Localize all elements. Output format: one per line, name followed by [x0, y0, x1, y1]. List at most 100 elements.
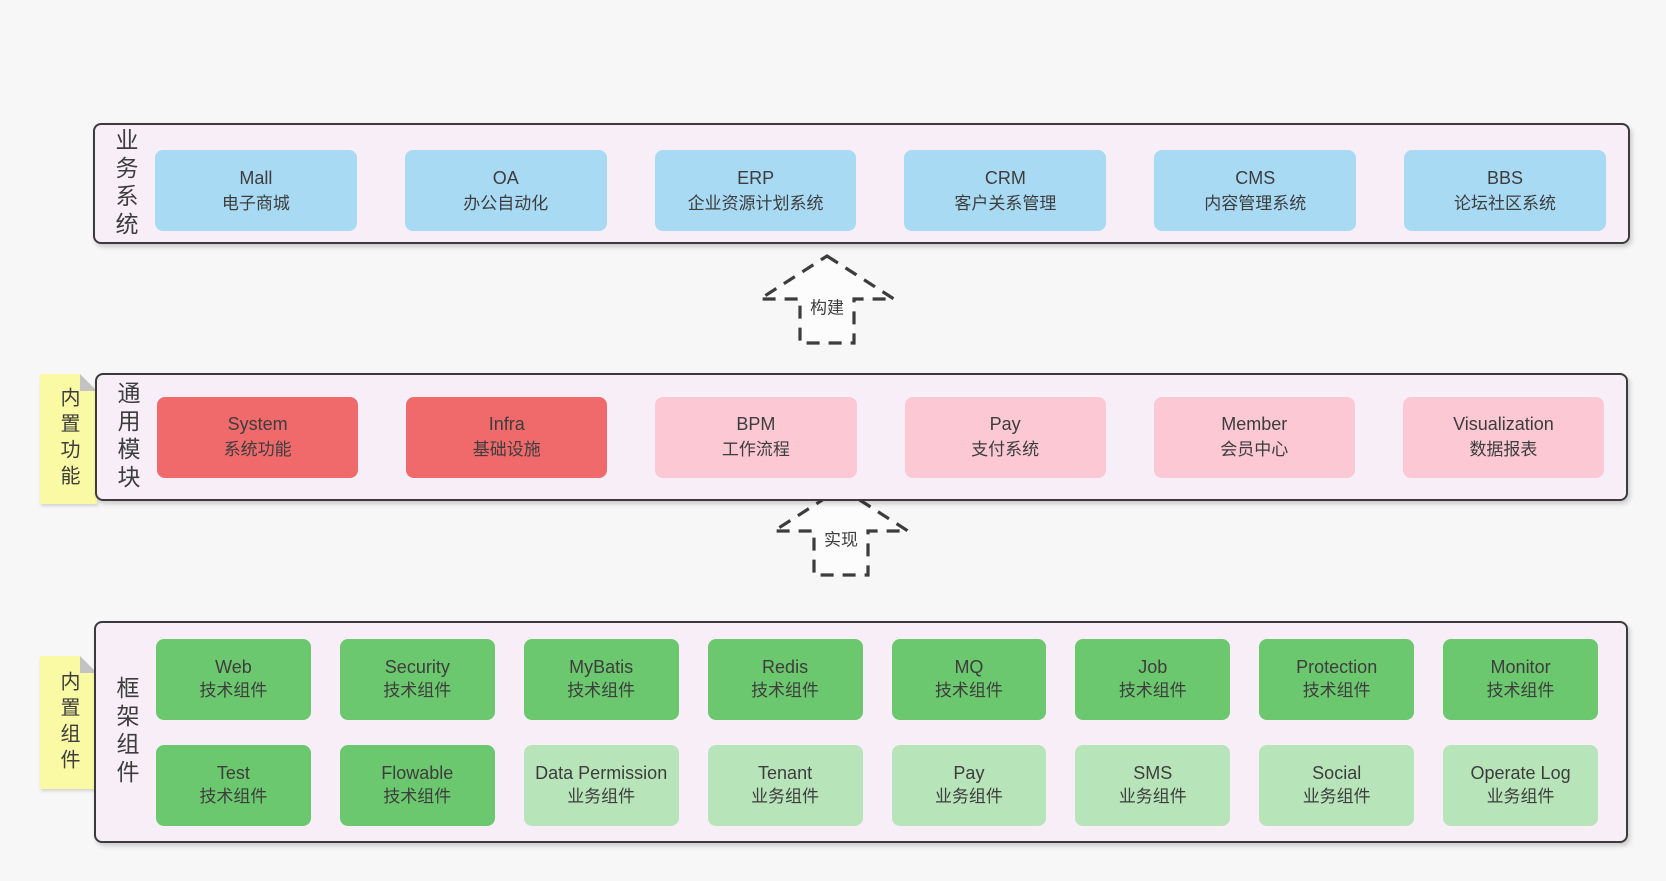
builtin-components-note: 内置组件 — [40, 656, 97, 789]
box-title: Data Permission — [535, 763, 668, 783]
implement-arrow: 实现 — [771, 485, 911, 578]
box-title: Mall — [239, 167, 273, 188]
box-subtitle: 业务组件 — [567, 787, 636, 806]
box-pay-component: Pay 业务组件 — [891, 744, 1047, 826]
box-title: Tenant — [758, 763, 813, 783]
framework-row-2: Test 技术组件 Flowable 技术组件 Data Permission … — [156, 744, 1598, 826]
box-title: MQ — [954, 657, 984, 677]
builtin-components-note-label: 内置组件 — [57, 670, 79, 775]
box-pay-module: Pay 支付系统 — [904, 396, 1106, 478]
box-subtitle: 客户关系管理 — [954, 193, 1057, 213]
box-crm: CRM 客户关系管理 — [904, 150, 1107, 231]
box-title: Monitor — [1490, 657, 1551, 677]
box-title: Visualization — [1453, 414, 1554, 434]
box-subtitle: 技术组件 — [1118, 681, 1187, 700]
box-operate-log: Operate Log 业务组件 — [1443, 744, 1598, 826]
build-arrow: 构建 — [757, 253, 897, 346]
panel-framework-label-zone: 框架组件 — [96, 623, 156, 841]
build-arrow-label: 构建 — [807, 293, 847, 319]
box-title: System — [227, 414, 288, 434]
box-title: Member — [1221, 414, 1288, 434]
box-title: OA — [492, 167, 519, 188]
box-job: Job 技术组件 — [1075, 638, 1231, 720]
box-title: Web — [215, 657, 252, 677]
box-title: Security — [384, 657, 450, 677]
box-member: Member 会员中心 — [1153, 396, 1355, 478]
framework-row-1: Web 技术组件 Security 技术组件 MyBatis 技术组件 Redi… — [156, 638, 1598, 720]
box-cms: CMS 内容管理系统 — [1154, 150, 1357, 231]
box-title: CRM — [984, 167, 1026, 188]
builtin-functions-note: 内置功能 — [40, 374, 97, 504]
box-title: Pay — [953, 763, 985, 783]
box-bpm: BPM 工作流程 — [655, 396, 857, 478]
box-subtitle: 内容管理系统 — [1204, 193, 1307, 213]
box-title: Test — [216, 763, 250, 783]
box-erp: ERP 企业资源计划系统 — [654, 150, 857, 231]
box-tenant: Tenant 业务组件 — [707, 744, 863, 826]
box-visualization: Visualization 数据报表 — [1402, 396, 1605, 478]
box-title: Operate Log — [1470, 763, 1571, 783]
box-title: CMS — [1235, 167, 1276, 188]
box-data-permission: Data Permission 业务组件 — [523, 744, 679, 826]
box-title: Flowable — [381, 763, 454, 783]
box-title: BBS — [1487, 167, 1524, 188]
modules-box-row: System 系统功能 Infra 基础设施 BPM 工作流程 Pay 支付系统… — [157, 375, 1626, 499]
box-title: Pay — [989, 414, 1021, 434]
box-sms: SMS 业务组件 — [1075, 744, 1231, 826]
box-subtitle: 业务组件 — [1302, 787, 1371, 806]
box-mybatis: MyBatis 技术组件 — [523, 638, 679, 720]
box-mq: MQ 技术组件 — [891, 638, 1047, 720]
box-test: Test 技术组件 — [156, 744, 311, 826]
box-title: BPM — [736, 414, 776, 434]
box-subtitle: 技术组件 — [199, 787, 268, 806]
panel-business-label-zone: 业务系统 — [95, 125, 155, 242]
box-subtitle: 技术组件 — [199, 681, 268, 700]
box-title: SMS — [1133, 763, 1173, 783]
framework-components-label: 框架组件 — [113, 676, 139, 788]
box-title: Redis — [762, 657, 809, 677]
box-subtitle: 技术组件 — [567, 681, 636, 700]
box-subtitle: 业务组件 — [934, 787, 1003, 806]
box-subtitle: 数据报表 — [1469, 440, 1538, 459]
box-subtitle: 电子商城 — [221, 193, 290, 213]
box-system: System 系统功能 — [157, 396, 359, 478]
panel-common-modules: 通用模块 System 系统功能 Infra 基础设施 BPM 工作流程 Pay… — [95, 373, 1628, 501]
box-title: ERP — [737, 167, 775, 188]
box-title: Protection — [1296, 657, 1378, 677]
box-subtitle: 论坛社区系统 — [1454, 193, 1557, 213]
box-title: Job — [1138, 657, 1168, 677]
business-systems-label: 业务系统 — [112, 127, 138, 240]
box-flowable: Flowable 技术组件 — [339, 744, 495, 826]
box-web: Web 技术组件 — [156, 638, 311, 720]
box-subtitle: 系统功能 — [223, 440, 292, 459]
box-subtitle: 技术组件 — [751, 681, 820, 700]
box-infra: Infra 基础设施 — [406, 396, 608, 478]
box-subtitle: 会员中心 — [1220, 440, 1289, 459]
box-monitor: Monitor 技术组件 — [1443, 638, 1598, 720]
box-subtitle: 技术组件 — [383, 681, 452, 700]
box-subtitle: 业务组件 — [751, 787, 820, 806]
panel-business-systems: 业务系统 Mall 电子商城 OA 办公自动化 ERP 企业资源计划系统 CRM… — [93, 123, 1630, 244]
box-security: Security 技术组件 — [339, 638, 495, 720]
box-title: MyBatis — [569, 657, 634, 677]
box-bbs: BBS 论坛社区系统 — [1404, 150, 1606, 231]
box-subtitle: 业务组件 — [1118, 787, 1187, 806]
box-redis: Redis 技术组件 — [707, 638, 863, 720]
box-social: Social 业务组件 — [1259, 744, 1415, 826]
box-subtitle: 支付系统 — [971, 440, 1040, 459]
box-subtitle: 技术组件 — [383, 787, 452, 806]
business-box-row: Mall 电子商城 OA 办公自动化 ERP 企业资源计划系统 CRM 客户关系… — [155, 125, 1628, 242]
box-subtitle: 办公自动化 — [463, 193, 549, 213]
box-mall: Mall 电子商城 — [155, 150, 357, 231]
box-subtitle: 基础设施 — [472, 440, 541, 459]
box-title: Social — [1312, 763, 1362, 783]
framework-grid: Web 技术组件 Security 技术组件 MyBatis 技术组件 Redi… — [156, 623, 1626, 841]
box-protection: Protection 技术组件 — [1259, 638, 1415, 720]
box-subtitle: 业务组件 — [1486, 787, 1555, 806]
implement-arrow-label: 实现 — [821, 525, 861, 551]
panel-modules-label-zone: 通用模块 — [97, 375, 157, 499]
box-subtitle: 企业资源计划系统 — [687, 193, 824, 213]
box-subtitle: 技术组件 — [934, 681, 1003, 700]
box-subtitle: 技术组件 — [1302, 681, 1371, 700]
